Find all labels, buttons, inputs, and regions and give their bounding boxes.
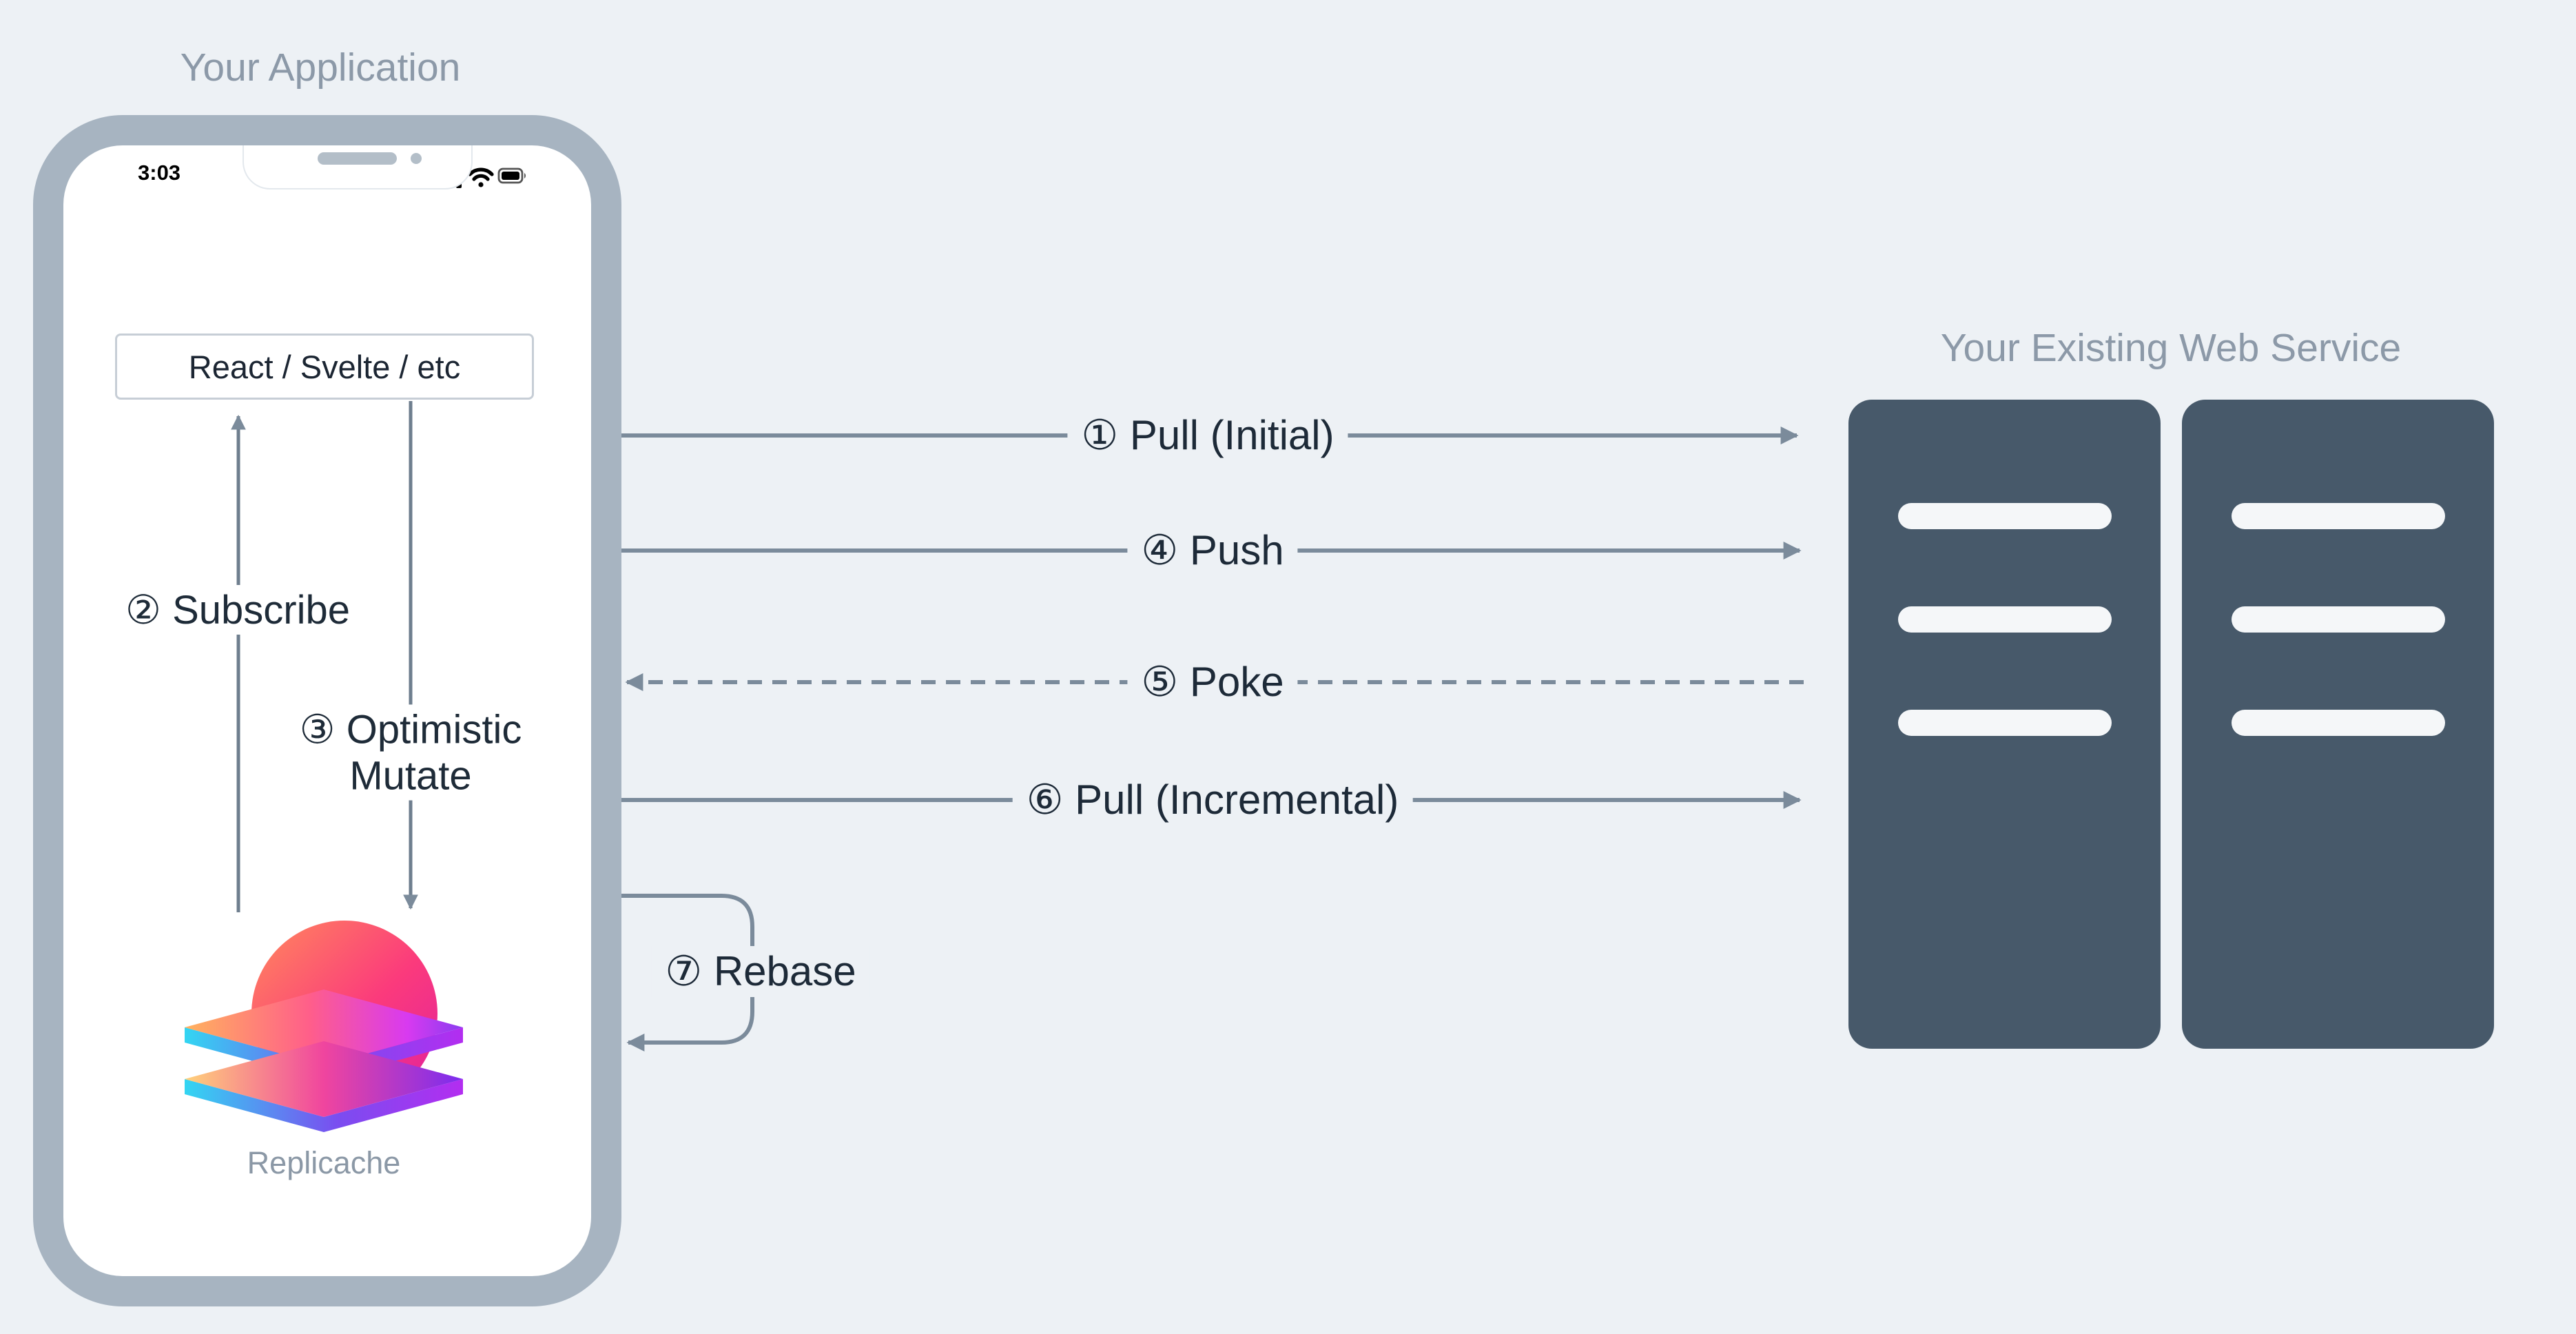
server-slot (2232, 503, 2445, 529)
replicache-logo-icon (179, 917, 470, 1139)
rebase-label: ⑦ Rebase (651, 946, 870, 997)
application-title: Your Application (180, 45, 461, 90)
server-slot (1898, 710, 2112, 736)
server-slot (2232, 606, 2445, 633)
server-slot (2232, 710, 2445, 736)
web-service-title: Your Existing Web Service (1940, 326, 2402, 370)
pull-incremental-label: ⑥ Pull (Incremental) (1012, 774, 1413, 825)
server-slot (1898, 503, 2112, 529)
wifi-icon (468, 167, 494, 187)
phone-notch (243, 145, 473, 189)
server-tower-right (2182, 400, 2494, 1049)
subscribe-label: ② Subscribe (115, 585, 360, 635)
optimistic-mutate-label: ③ Optimistic Mutate (289, 704, 532, 801)
optimistic-mutate-label-line1: ③ Optimistic (299, 707, 522, 752)
server-slot (1898, 606, 2112, 633)
battery-icon (497, 167, 526, 184)
pull-initial-label: ① Pull (Initial) (1067, 410, 1348, 461)
speaker-icon (318, 152, 397, 165)
framework-box: React / Svelte / etc (115, 334, 534, 400)
push-label: ④ Push (1127, 525, 1298, 576)
camera-icon (411, 153, 422, 164)
optimistic-mutate-label-line2: Mutate (349, 753, 472, 799)
poke-label: ⑤ Poke (1127, 657, 1298, 708)
server-tower-left (1848, 400, 2161, 1049)
replicache-label: Replicache (247, 1145, 401, 1180)
status-time: 3:03 (138, 161, 181, 185)
